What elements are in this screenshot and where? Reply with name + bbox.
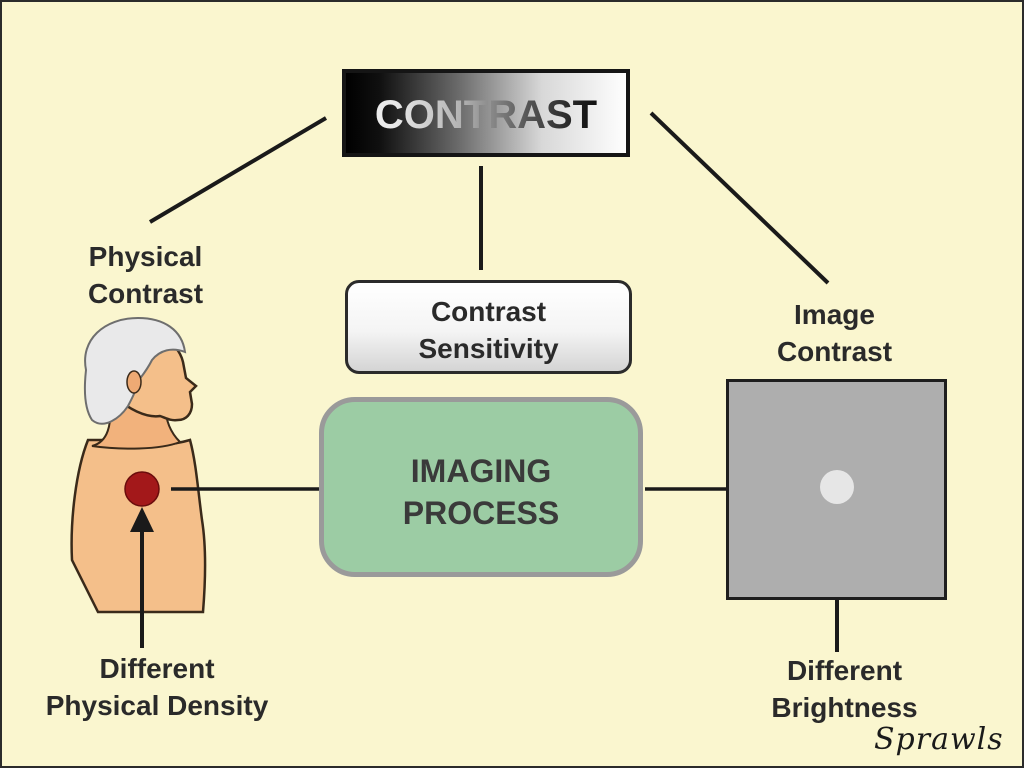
person-illustration bbox=[70, 316, 207, 614]
contrast-sensitivity-label: Contrast Sensitivity bbox=[348, 293, 629, 367]
different-density-line1: Different bbox=[99, 653, 215, 684]
contrast-title-box: CONTRAST bbox=[342, 69, 630, 157]
different-density-label: Different Physical Density bbox=[12, 650, 302, 724]
arrowhead-density bbox=[130, 507, 154, 532]
image-contrast-line2: Contrast bbox=[776, 336, 893, 367]
contrast-sensitivity-line2: Sensitivity bbox=[418, 333, 559, 364]
imaging-process-line1: IMAGING bbox=[410, 453, 552, 489]
different-density-line2: Physical Density bbox=[45, 690, 269, 721]
bright-spot bbox=[820, 470, 854, 504]
ear-shape bbox=[126, 370, 142, 394]
image-contrast-label: Image Contrast bbox=[752, 296, 917, 370]
image-contrast-line1: Image bbox=[794, 299, 875, 330]
physical-contrast-line1: Physical bbox=[88, 241, 203, 272]
line-contrast-to-image bbox=[649, 111, 830, 285]
imaging-process-line2: PROCESS bbox=[402, 495, 560, 531]
contrast-title: CONTRAST bbox=[346, 93, 626, 138]
line-contrast-to-physical bbox=[148, 116, 328, 224]
physical-contrast-line2: Contrast bbox=[87, 278, 204, 309]
different-brightness-label: Different Brightness bbox=[742, 652, 947, 726]
different-brightness-line2: Brightness bbox=[771, 692, 918, 723]
lesion-dot bbox=[124, 471, 160, 507]
different-brightness-line1: Different bbox=[786, 655, 903, 686]
imaging-process-box: IMAGING PROCESS bbox=[319, 397, 643, 577]
physical-contrast-label: Physical Contrast bbox=[58, 238, 233, 312]
contrast-sensitivity-box: Contrast Sensitivity bbox=[345, 280, 632, 374]
contrast-sensitivity-line1: Contrast bbox=[430, 296, 547, 327]
author-signature: Sprawls bbox=[874, 722, 1004, 757]
imaging-process-label: IMAGING PROCESS bbox=[324, 450, 638, 534]
